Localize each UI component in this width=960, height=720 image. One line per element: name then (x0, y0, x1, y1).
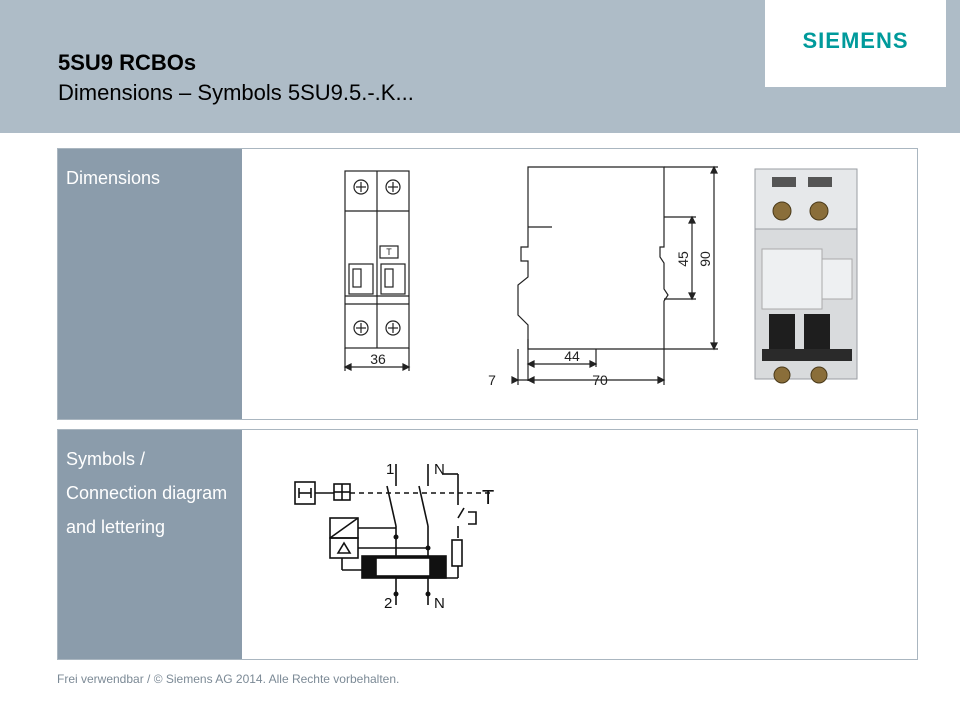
symbols-label-column: Symbols / Connection diagram and letteri… (58, 430, 242, 659)
test-button-mark (379, 245, 399, 259)
connection-diagram: 1 N 2 N T (294, 461, 494, 612)
front-screw-icon (385, 320, 401, 336)
dimensions-panel: Dimensions T 36 (57, 148, 918, 420)
test-label: T (482, 487, 494, 509)
height-total-label: 90 (697, 251, 713, 267)
front-width-label: 36 (370, 351, 386, 367)
siemens-logo: SIEMENS (802, 28, 909, 53)
front-screw-icon (353, 320, 369, 336)
side-view-drawing (511, 165, 718, 385)
terminal-n-top-label: N (434, 461, 445, 478)
height-inner-label: 45 (675, 251, 691, 267)
dimensions-label-column: Dimensions (58, 149, 242, 419)
logo-box (765, 0, 946, 86)
side-offset-label: 7 (488, 372, 496, 388)
side-depth-total-label: 70 (592, 372, 608, 388)
dimensions-label: Dimensions (66, 168, 161, 188)
terminal-n-bottom-label: N (434, 595, 445, 612)
dimensions-drawing: T 36 44 70 7 45 90 (343, 165, 858, 388)
rcbo-product-image (754, 168, 858, 384)
page-subtitle: Dimensions – Symbols 5SU9.5.-.K... (58, 80, 414, 105)
front-t-mark: T (386, 247, 392, 257)
symbols-label: Symbols / Connection diagram and letteri… (66, 449, 228, 537)
terminal-1-label: 1 (386, 461, 394, 478)
rcd-trip-symbol (329, 537, 359, 559)
logo-divider (765, 86, 946, 87)
footer-copyright: Frei verwendbar / © Siemens AG 2014. All… (57, 672, 400, 686)
front-screw-icon (353, 179, 369, 195)
page-title: 5SU9 RCBOs (58, 50, 197, 75)
test-button-bracket (468, 511, 477, 525)
side-outline (517, 166, 669, 350)
side-depth-inner-label: 44 (564, 348, 580, 364)
front-view-drawing (343, 170, 411, 371)
terminal-2-label: 2 (384, 595, 392, 612)
symbols-panel: Symbols / Connection diagram and letteri… (57, 429, 918, 660)
front-screw-icon (385, 179, 401, 195)
